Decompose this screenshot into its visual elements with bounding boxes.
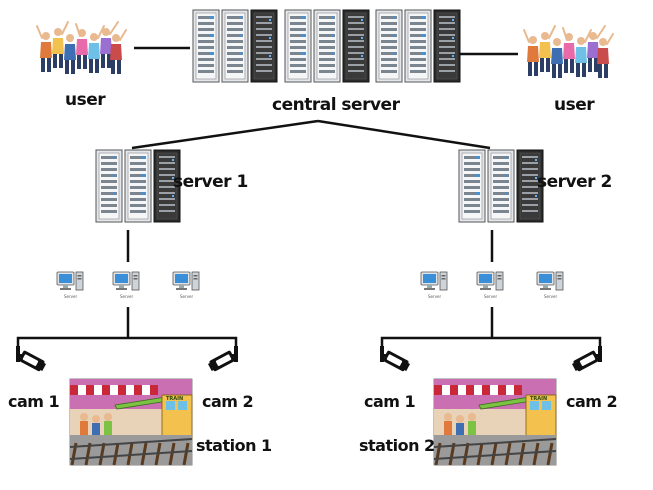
central-server-label: central server xyxy=(272,95,400,115)
workstations-right xyxy=(420,271,564,291)
server-2-icon xyxy=(459,150,543,222)
camera-bus-right xyxy=(380,336,602,352)
server-1-icon xyxy=(96,150,180,222)
people-group-icon xyxy=(524,26,613,78)
desktop-computer-icon xyxy=(420,271,448,291)
link-central-server2 xyxy=(317,119,491,150)
pc-caption: Server xyxy=(544,294,557,299)
link-central-server1 xyxy=(131,119,319,150)
pc-caption: Server xyxy=(180,294,193,299)
pc-caption: Server xyxy=(64,294,77,299)
connection-lines xyxy=(16,46,602,352)
cctv-camera-icon xyxy=(16,346,47,373)
pc-caption: Server xyxy=(120,294,133,299)
cctv-camera-icon xyxy=(571,346,602,373)
train-sign: TRAIN xyxy=(166,396,183,402)
train-station-illustration xyxy=(432,377,558,467)
station-1-label: station 1 xyxy=(196,436,272,455)
cctv-camera-icon xyxy=(380,346,411,373)
cam-1-left-label: cam 1 xyxy=(8,392,60,411)
cam-2-left-label: cam 2 xyxy=(202,392,254,411)
cam-2-right-label: cam 2 xyxy=(566,392,618,411)
desktop-computer-icon xyxy=(172,271,200,291)
desktop-computer-icon xyxy=(56,271,84,291)
desktop-computer-icon xyxy=(536,271,564,291)
user-right-label: user xyxy=(554,95,595,115)
camera-bus-left xyxy=(16,336,238,352)
station-2-label: station 2 xyxy=(359,436,435,455)
pc-caption: Server xyxy=(484,294,497,299)
cam-1-right-label: cam 1 xyxy=(364,392,416,411)
workstations-left xyxy=(56,271,200,291)
pc-caption: Server xyxy=(428,294,441,299)
desktop-computer-icon xyxy=(476,271,504,291)
desktop-computer-icon xyxy=(112,271,140,291)
server-1-label: server 1 xyxy=(173,172,248,192)
server-2-label: server 2 xyxy=(537,172,612,192)
train-station-illustration xyxy=(68,377,194,467)
train-sign: TRAIN xyxy=(530,396,547,402)
central-server-icon xyxy=(193,10,460,82)
cctv-camera-icon xyxy=(207,346,238,373)
user-left-label: user xyxy=(65,90,106,110)
people-group-icon xyxy=(37,22,126,74)
